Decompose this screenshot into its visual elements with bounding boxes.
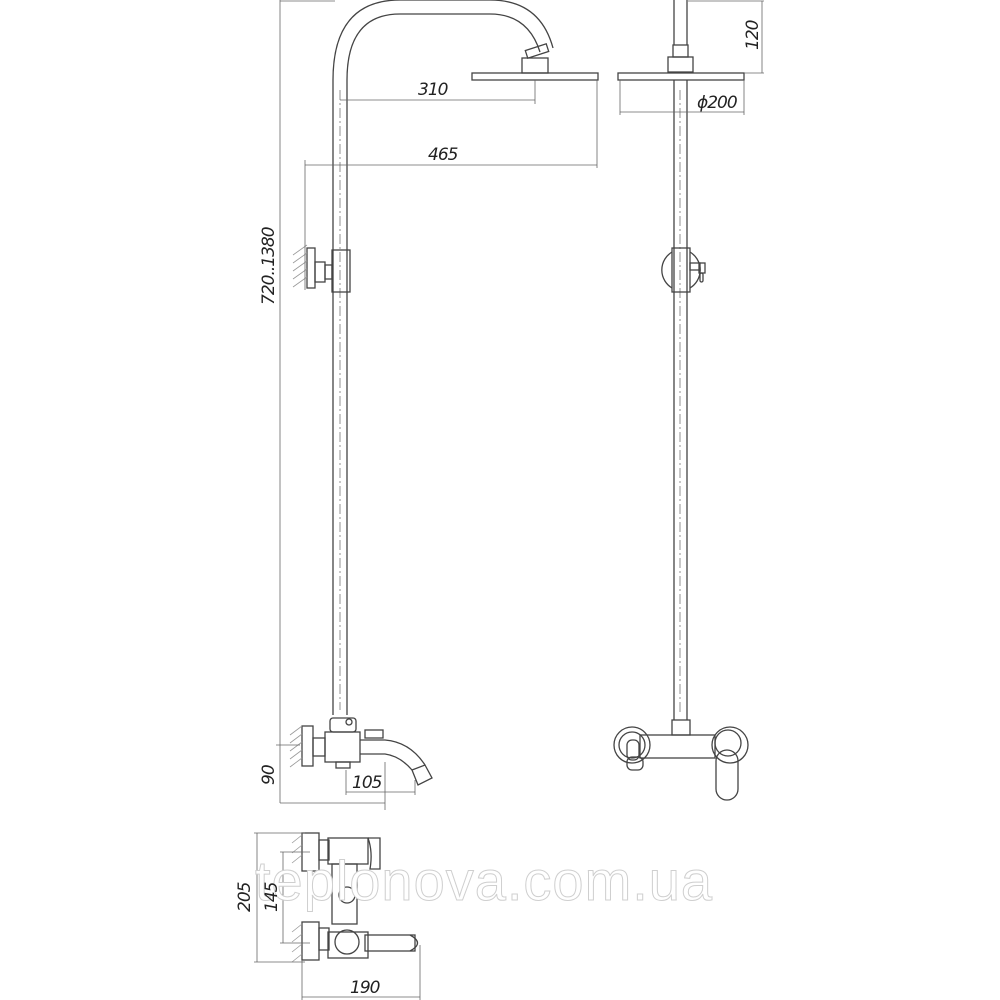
mixer-top-view bbox=[291, 832, 419, 963]
watermark: teplonova.com.ua bbox=[255, 849, 713, 912]
dim-head-diameter: ϕ200 bbox=[697, 93, 737, 113]
dim-total-reach: 465 bbox=[428, 145, 458, 165]
dimension-lines-mixer-top bbox=[254, 832, 421, 1000]
dim-mixer-center: 145 bbox=[262, 882, 282, 912]
dim-spout-length: 105 bbox=[352, 773, 382, 793]
dimension-lines-side bbox=[276, 0, 598, 810]
dim-mixer-width: 190 bbox=[350, 978, 380, 998]
wall-hatch-mixer-top bbox=[291, 834, 303, 963]
dim-height-range: 720..1380 bbox=[259, 227, 279, 305]
front-view bbox=[613, 0, 749, 801]
side-view bbox=[289, 0, 599, 786]
dim-head-height: 120 bbox=[743, 20, 763, 50]
dim-mixer-depth: 205 bbox=[235, 882, 255, 912]
dimension-lines-front bbox=[619, 0, 764, 115]
wall-hatch-mixer bbox=[289, 725, 303, 768]
dim-spout-offset: 90 bbox=[259, 765, 279, 785]
dim-arm-reach: 310 bbox=[418, 80, 448, 100]
